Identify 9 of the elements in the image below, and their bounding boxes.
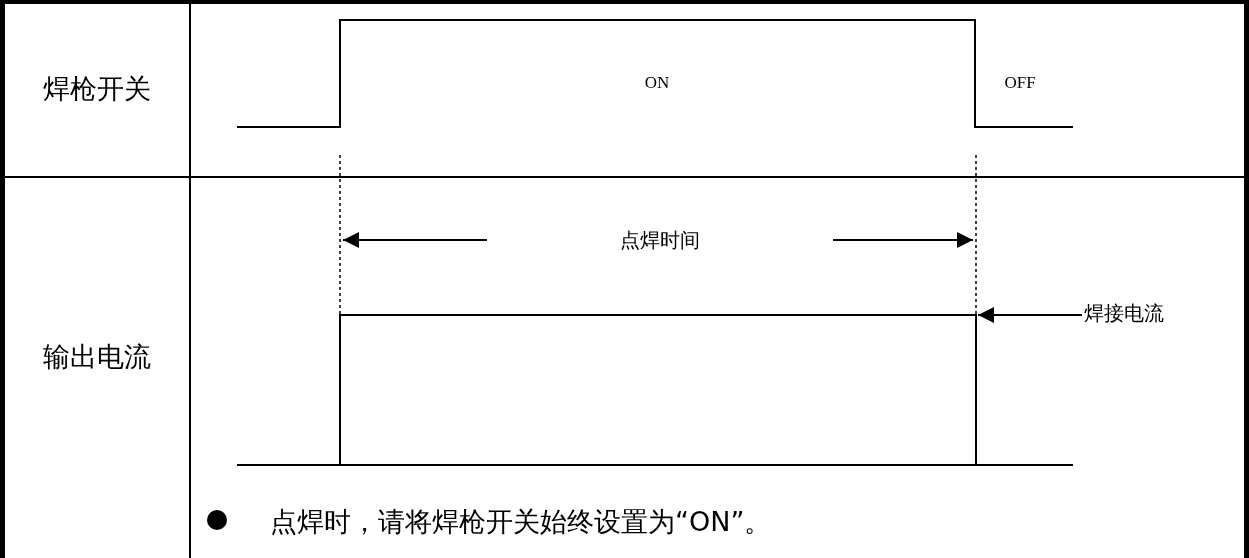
note-text: 点焊时，请将焊枪开关始终设置为“ON”。 xyxy=(270,507,772,535)
leader-line xyxy=(977,307,1083,323)
row-header: 输出电流 xyxy=(43,342,151,370)
state-label: ON xyxy=(644,73,670,91)
callout-label: 焊接电流 xyxy=(1084,303,1164,323)
state-label: OFF xyxy=(1004,73,1036,91)
row-header: 焊枪开关 xyxy=(43,74,151,102)
dimension-label: 点焊时间 xyxy=(620,230,700,250)
current-waveform xyxy=(339,314,977,466)
